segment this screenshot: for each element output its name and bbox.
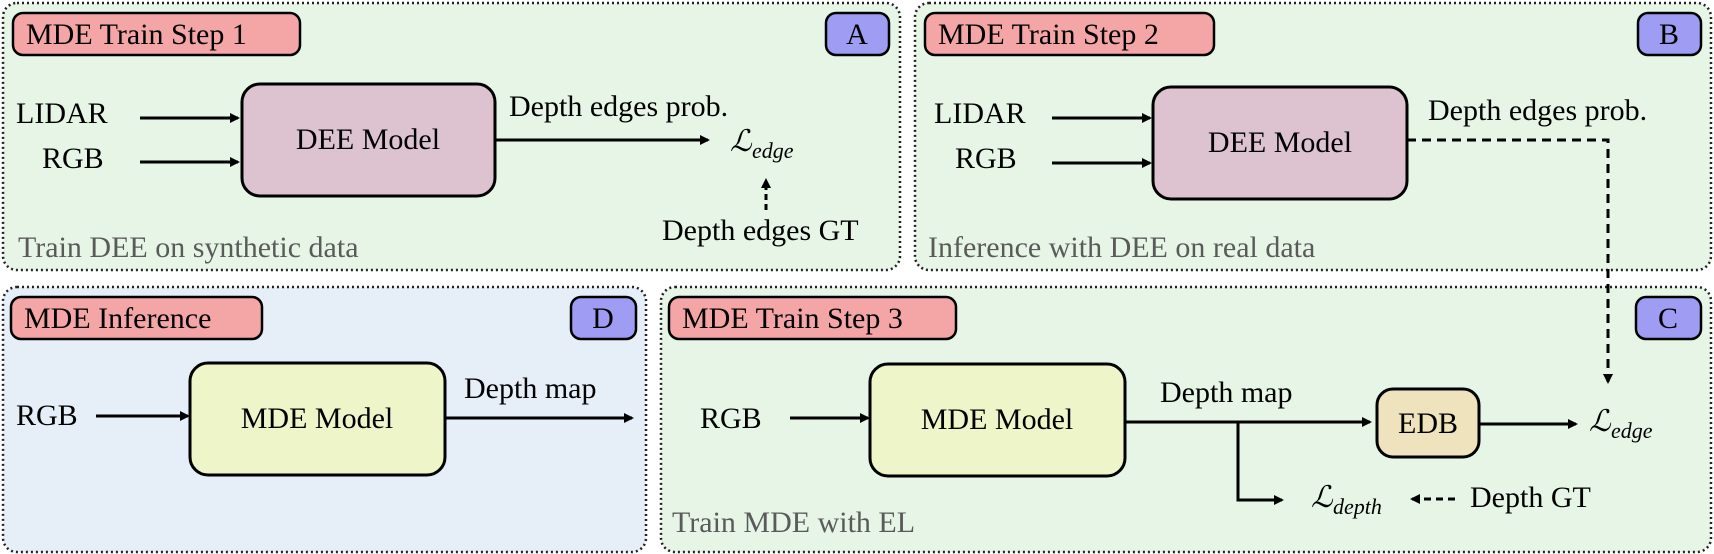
panel-b-dee-model-label: DEE Model xyxy=(1208,126,1352,159)
panel-a-letter-badge xyxy=(824,11,891,57)
panel-c-caption: Train MDE with EL xyxy=(672,506,915,539)
panel-c-letter: C xyxy=(1658,302,1678,335)
panel-c-letter-badge xyxy=(1634,295,1703,341)
panel-a-letter: A xyxy=(846,18,868,51)
panel-b-letter-badge xyxy=(1636,11,1703,57)
panel-c-loss-depth-subscript: depth xyxy=(1333,494,1382,519)
panel-a-dee-model-label: DEE Model xyxy=(296,123,440,156)
panel-c-output-label: Depth map xyxy=(1160,376,1292,409)
panel-d-letter-badge xyxy=(569,295,638,341)
panel-d-input-rgb: RGB xyxy=(16,399,78,432)
panel-b: MDE Train Step 2 B LIDAR RGB DEE Model D… xyxy=(913,1,1713,272)
panel-c-loss-depth-symbol: ℒ xyxy=(1311,481,1334,514)
panel-c-title: MDE Train Step 3 xyxy=(682,302,903,335)
panel-c-mde-model-box xyxy=(868,362,1127,478)
panel-a-title-badge xyxy=(11,11,302,57)
panel-c-title-badge xyxy=(667,295,958,341)
panel-c-background xyxy=(659,285,1713,554)
panel-d-title-badge xyxy=(9,295,264,341)
panel-a-output-label: Depth edges prob. xyxy=(509,90,728,123)
panel-b-letter: B xyxy=(1659,18,1679,51)
panel-d-mde-model-label: MDE Model xyxy=(241,402,394,435)
panel-b-title: MDE Train Step 2 xyxy=(938,18,1159,51)
panel-c-input-rgb: RGB xyxy=(700,402,762,435)
panel-a-title: MDE Train Step 1 xyxy=(26,18,247,51)
panel-c: MDE Train Step 3 C RGB MDE Model Depth m… xyxy=(659,285,1713,554)
panel-c-depth-loss-branch-arrow xyxy=(1236,422,1284,505)
panel-c-gt-label: Depth GT xyxy=(1470,481,1591,514)
panel-a-gt-label: Depth edges GT xyxy=(662,214,859,247)
panel-c-mde-model-label: MDE Model xyxy=(921,403,1074,436)
panel-b-dee-model-box xyxy=(1151,85,1409,201)
panel-d-letter: D xyxy=(592,302,614,335)
panel-b-title-badge xyxy=(923,11,1216,57)
panel-c-edb-label: EDB xyxy=(1398,407,1458,440)
panel-a-loss-edge-subscript: edge xyxy=(752,138,794,163)
panel-a-input-lidar: LIDAR xyxy=(16,97,108,130)
panel-b-output-label: Depth edges prob. xyxy=(1428,94,1647,127)
panel-d-output-label: Depth map xyxy=(464,372,596,405)
panel-a-caption: Train DEE on synthetic data xyxy=(18,231,359,264)
panel-d-title: MDE Inference xyxy=(24,302,211,335)
panel-a-input-rgb: RGB xyxy=(42,142,104,175)
panel-b-caption: Inference with DEE on real data xyxy=(928,231,1315,264)
panel-c-loss-edge-subscript: edge xyxy=(1611,418,1653,443)
panel-a: MDE Train Step 1 A LIDAR RGB DEE Model D… xyxy=(1,1,902,272)
panel-b-input-rgb: RGB xyxy=(955,142,1017,175)
panel-a-loss-edge-symbol: ℒ xyxy=(730,125,753,158)
panel-d: MDE Inference D RGB MDE Model Depth map xyxy=(1,285,648,554)
panel-b-input-lidar: LIDAR xyxy=(934,97,1026,130)
dee-to-edge-loss-dashed-arrow xyxy=(1407,138,1613,384)
panel-c-loss-edge-symbol: ℒ xyxy=(1589,405,1612,438)
